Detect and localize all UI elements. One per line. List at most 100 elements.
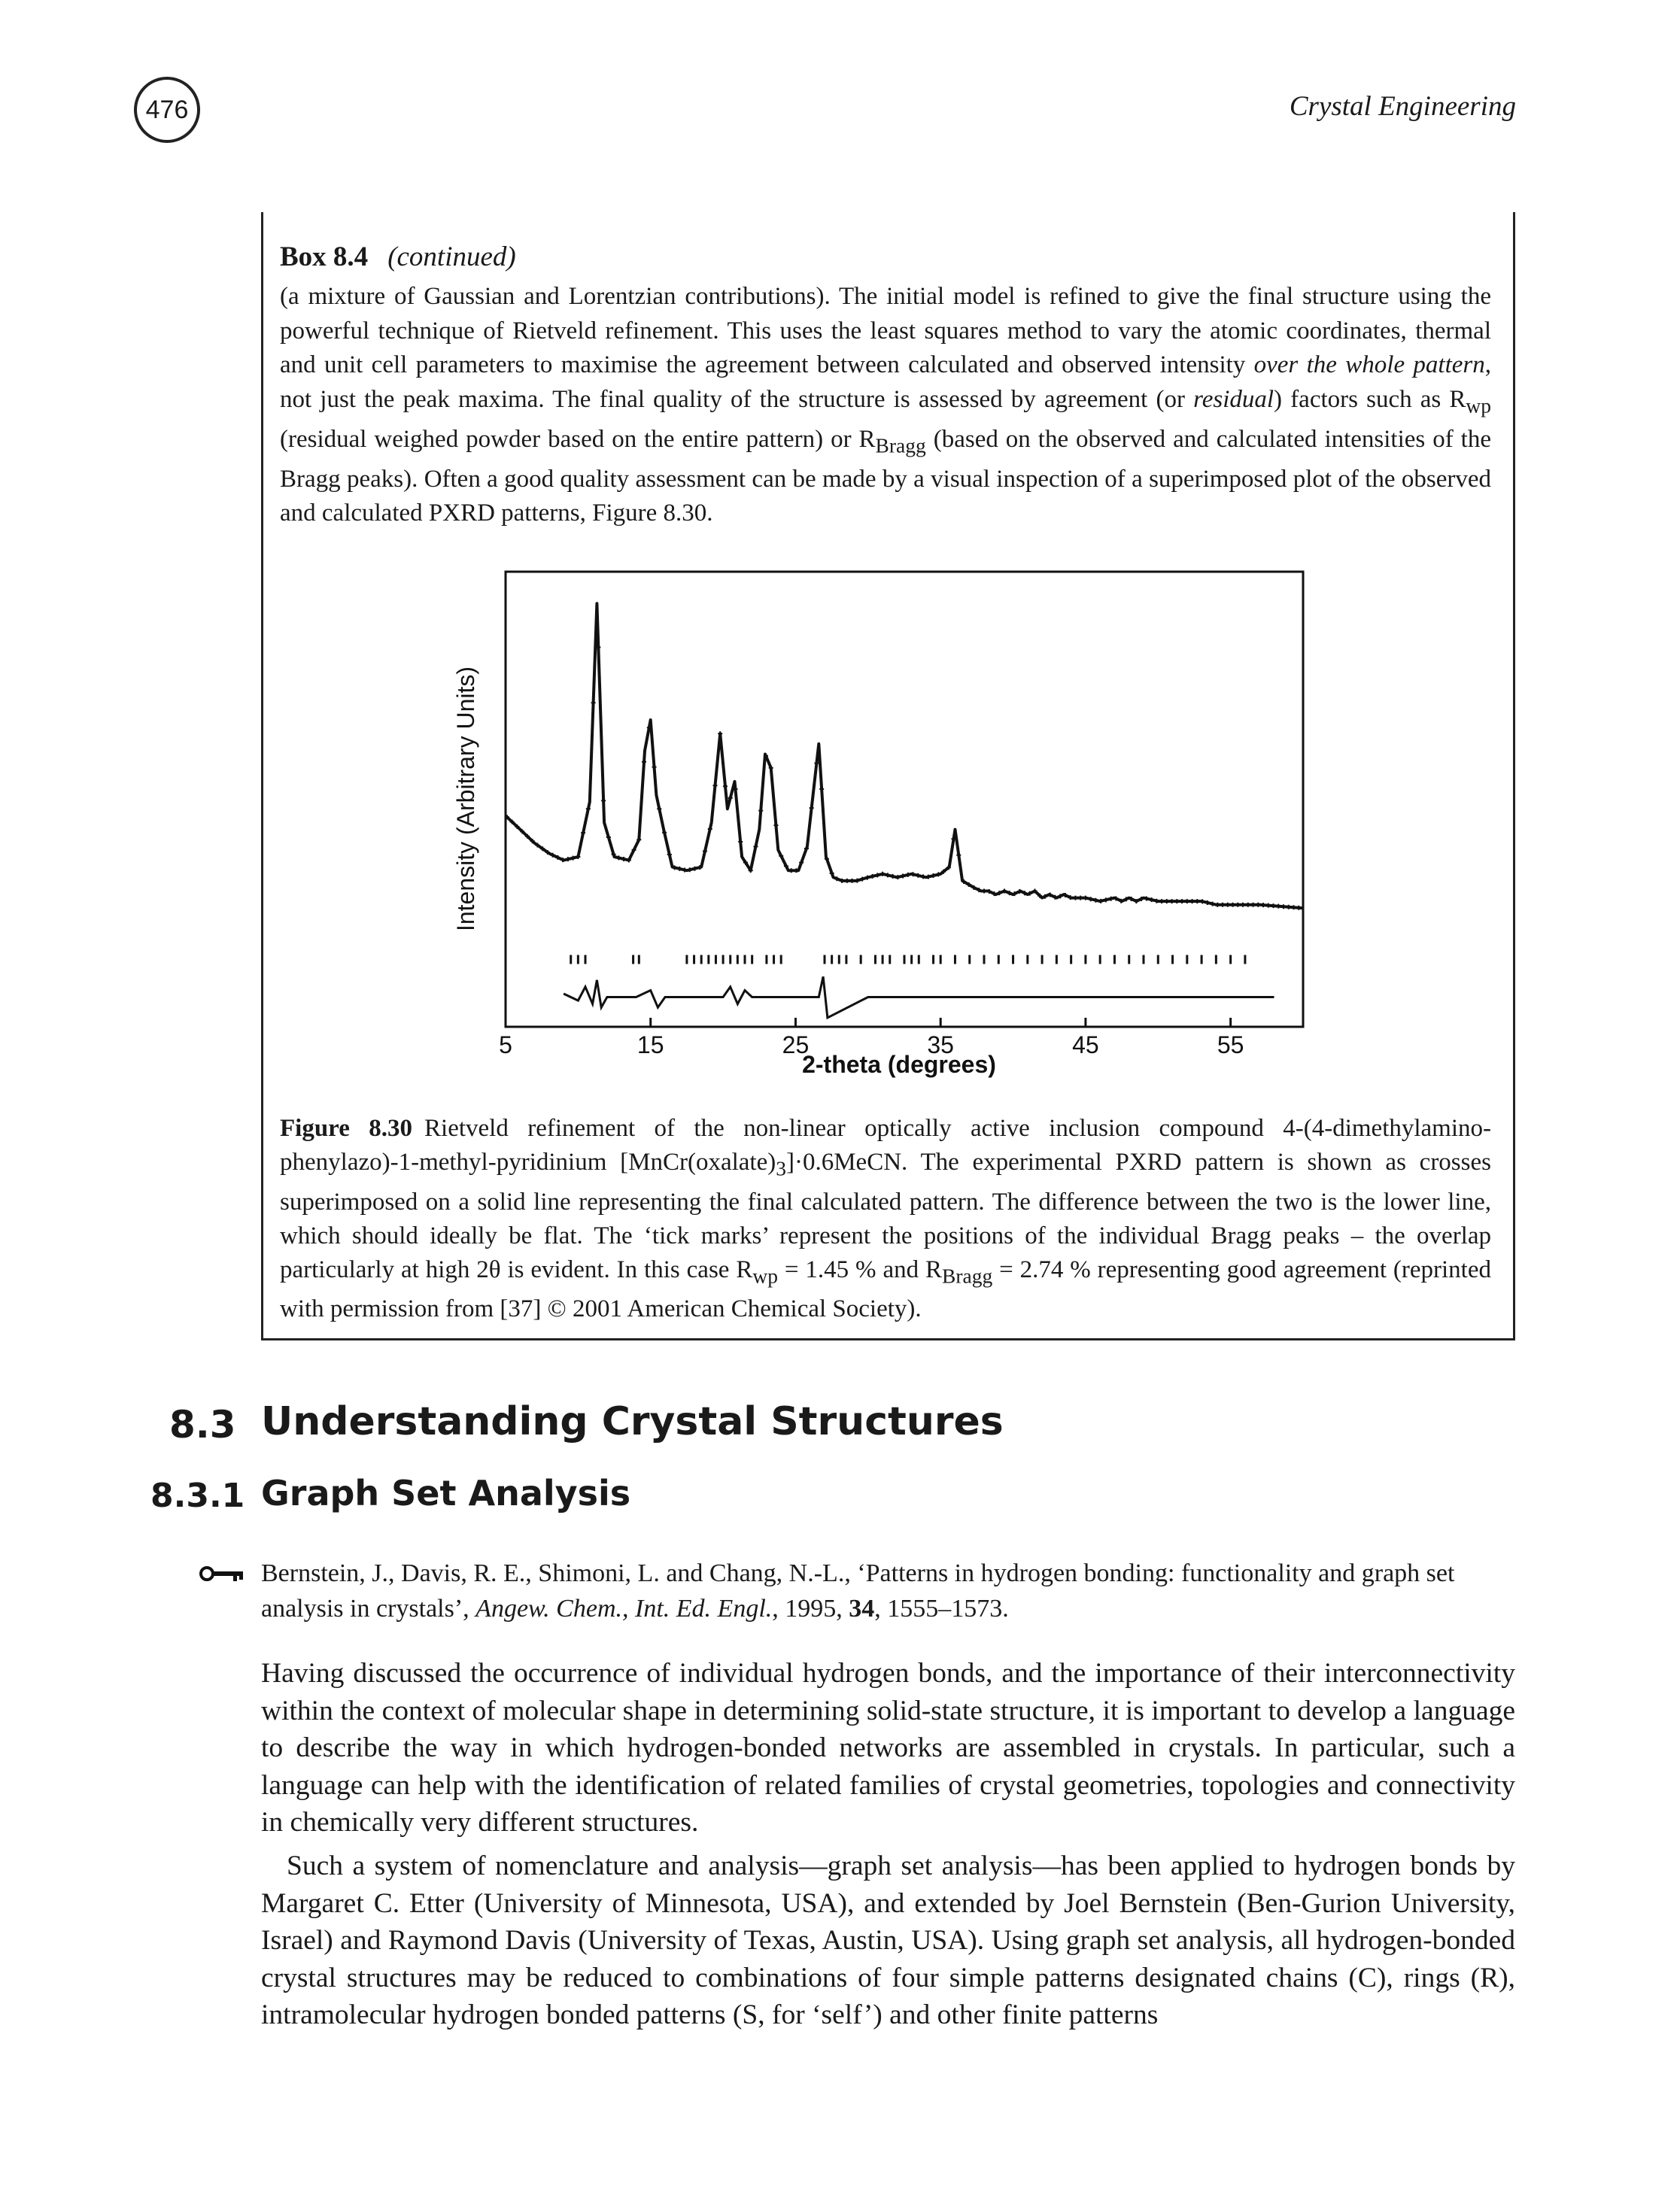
observed-cross	[565, 857, 570, 862]
observed-cross	[1001, 888, 1007, 894]
observed-cross	[1078, 895, 1083, 900]
observed-cross	[977, 888, 982, 893]
observed-cross	[1195, 899, 1200, 904]
observed-cross	[642, 759, 647, 764]
observed-cross	[1230, 902, 1235, 907]
observed-cross	[779, 853, 784, 858]
observed-cross	[712, 783, 718, 788]
observed-cross	[804, 846, 809, 852]
observed-cross	[992, 891, 997, 897]
observed-cross	[1119, 898, 1124, 903]
observed-cross	[936, 872, 941, 877]
observed-cross	[768, 765, 773, 770]
observed-cross	[1241, 902, 1246, 907]
observed-cross	[1271, 903, 1276, 909]
observed-cross	[1250, 902, 1256, 907]
observed-cross	[626, 858, 631, 863]
observed-cross	[946, 865, 951, 870]
observed-cross	[1042, 894, 1047, 899]
observed-cross	[1200, 899, 1205, 904]
observed-cross	[941, 869, 946, 874]
observed-cross	[1053, 894, 1058, 900]
observed-cross	[1123, 897, 1129, 902]
observed-cross	[925, 874, 931, 879]
observed-cross	[962, 879, 967, 884]
body-paragraph: Such a system of nomenclature and analys…	[261, 1851, 1515, 2030]
observed-cross	[703, 849, 707, 854]
observed-cross	[540, 846, 545, 852]
observed-cross	[901, 873, 906, 879]
observed-cross	[1144, 896, 1149, 901]
observed-cross	[849, 878, 855, 883]
page-number-text: 476	[145, 95, 189, 124]
observed-cross	[621, 856, 627, 861]
observed-cross	[550, 852, 555, 858]
observed-cross	[1007, 891, 1012, 896]
observed-cross	[840, 878, 845, 883]
observed-cross	[555, 855, 561, 860]
x-axis-label: 2-theta (degrees)	[802, 1051, 996, 1078]
box-title-label: Box 8.4	[280, 241, 369, 272]
observed-cross	[697, 865, 703, 870]
observed-cross	[1286, 904, 1291, 909]
observed-cross	[794, 868, 799, 873]
observed-cross	[733, 786, 738, 791]
observed-cross	[788, 868, 794, 873]
observed-cross	[799, 860, 804, 865]
observed-cross	[1225, 902, 1230, 907]
section-number: 8.3	[169, 1403, 236, 1447]
observed-cross	[682, 867, 688, 873]
observed-cross	[1265, 903, 1271, 908]
observed-cross	[707, 826, 712, 831]
observed-cross	[1068, 895, 1073, 900]
observed-cross	[1108, 896, 1113, 901]
observed-cross	[921, 874, 926, 879]
observed-cross	[570, 855, 576, 861]
observed-cross	[1189, 899, 1195, 904]
observed-cross	[530, 839, 535, 844]
observed-cross	[1261, 903, 1265, 908]
plot-frame	[504, 570, 1305, 1028]
figure-label: Figure 8.30	[280, 1115, 413, 1142]
subsection-number: 8.3.1	[150, 1477, 245, 1515]
observed-cross	[860, 876, 865, 882]
observed-cross	[611, 852, 616, 857]
observed-cross	[748, 868, 753, 873]
subsection-title: Graph Set Analysis	[261, 1473, 631, 1514]
observed-cross	[1220, 902, 1226, 907]
observed-pattern-crosses	[504, 645, 1302, 910]
observed-cross	[1062, 892, 1068, 897]
difference-line	[563, 976, 1274, 1020]
observed-cross	[1184, 899, 1189, 904]
observed-cross	[819, 786, 825, 791]
observed-cross	[1245, 902, 1250, 907]
x-tick-label: 55	[1217, 1031, 1244, 1058]
observed-cross	[1149, 897, 1154, 903]
observed-cross	[783, 864, 788, 869]
observed-cross	[667, 852, 672, 857]
observed-cross	[910, 872, 916, 877]
observed-cross	[829, 870, 834, 876]
observed-cross	[870, 873, 875, 879]
observed-cross	[809, 806, 814, 811]
box-frame	[261, 212, 1515, 1340]
observed-cross	[1032, 888, 1037, 894]
observed-cross	[646, 725, 652, 730]
observed-cross	[1180, 899, 1185, 904]
x-tick-label: 15	[637, 1031, 664, 1058]
observed-cross	[1205, 900, 1210, 905]
observed-cross	[880, 871, 886, 876]
observed-cross	[1022, 891, 1027, 896]
observed-cross	[758, 808, 764, 813]
observed-cross	[753, 844, 758, 849]
observed-cross	[824, 856, 829, 861]
observed-cross	[1169, 899, 1174, 904]
section-title: Understanding Crystal Structures	[261, 1399, 1004, 1444]
box-title: Box 8.4(continued)	[280, 241, 516, 273]
observed-cross	[520, 829, 525, 834]
page-number: 476	[134, 77, 200, 143]
key-reference: Bernstein, J., Davis, R. E., Shimoni, L.…	[261, 1559, 1455, 1623]
observed-cross	[535, 843, 540, 848]
